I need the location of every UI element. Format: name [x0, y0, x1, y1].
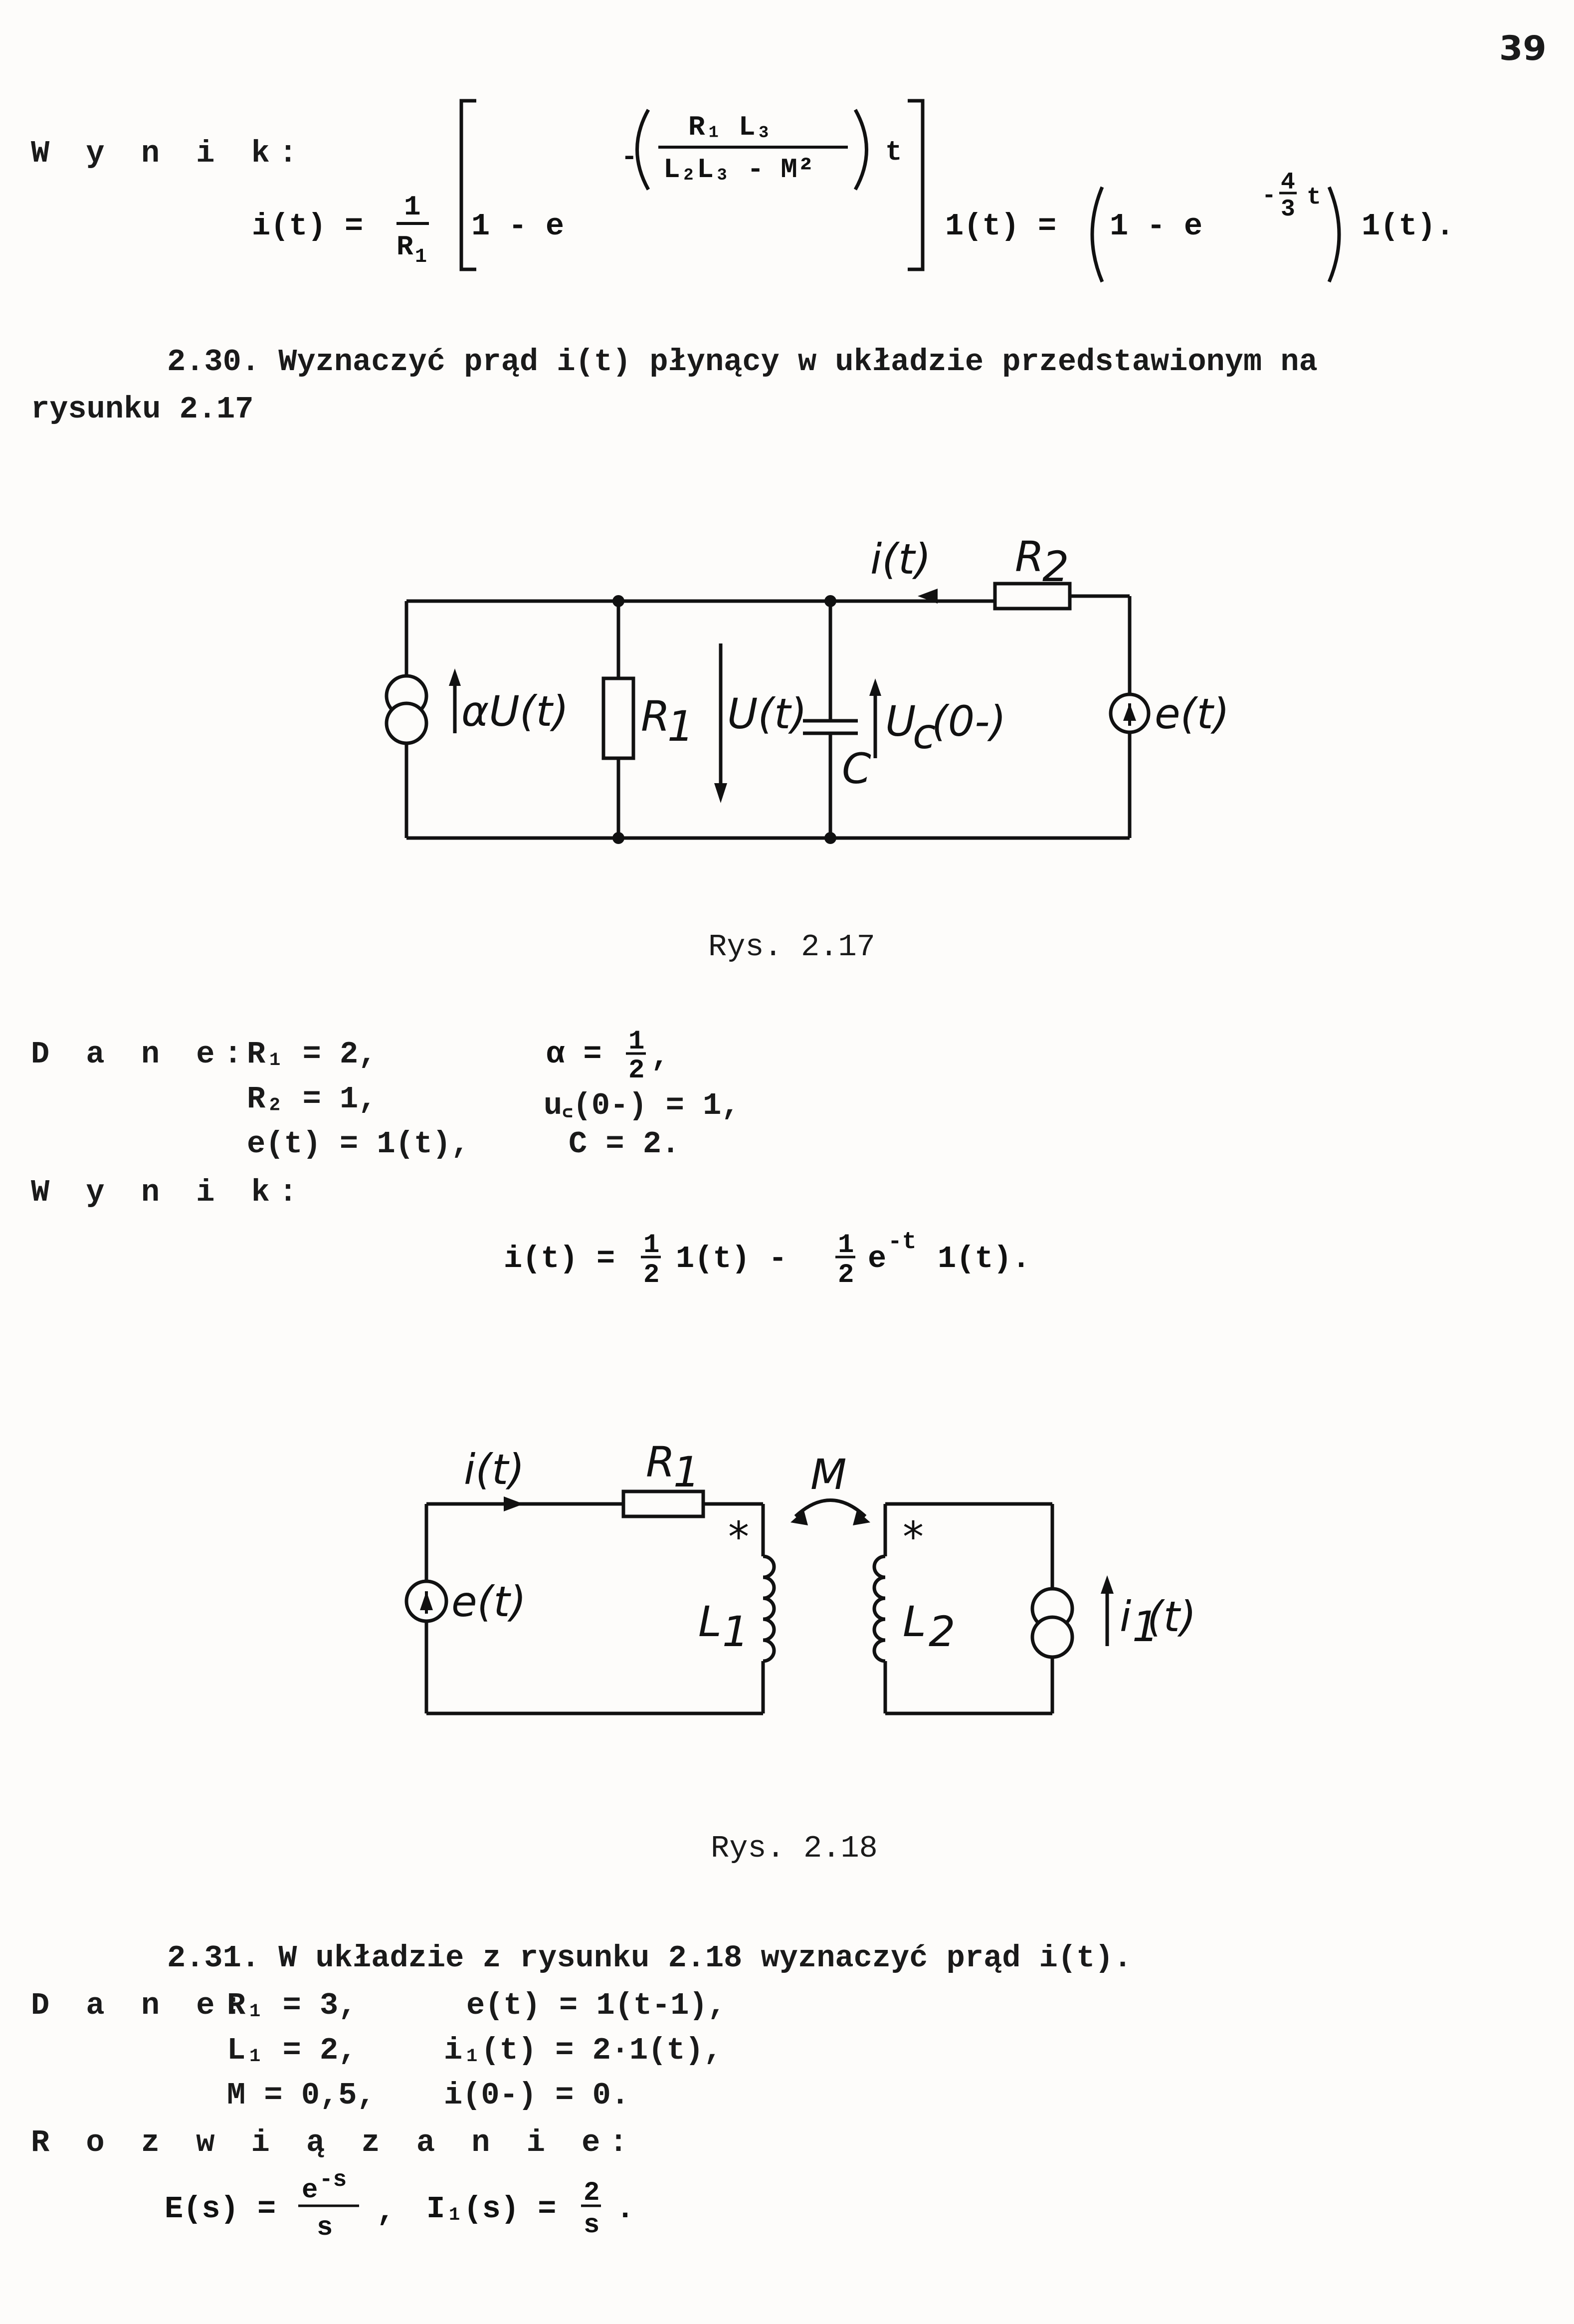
- fig217-i-label: i(t): [870, 535, 931, 584]
- unit-step-eq: 1(t) =: [945, 209, 1056, 244]
- rhs-open: 1 - e: [1110, 209, 1202, 244]
- svg-text:e: e: [302, 2175, 318, 2206]
- figure-2-18-circuit: i(t) R 1 M * * e(t) L 1 L 2 i 1 (t): [404, 1438, 1196, 1715]
- data230-label: D a n e:: [31, 1037, 251, 1072]
- fig217-caption: Rys. 2.17: [708, 929, 875, 965]
- fig217-uc-sub: c: [913, 709, 936, 758]
- solution-label: R o z w i ą z a n i e:: [31, 2125, 637, 2160]
- data231-r1: R₁ = 3,: [227, 1988, 357, 2023]
- fig217-r2-sub: 2: [1042, 542, 1069, 591]
- fig218-l1-label: L: [698, 1597, 722, 1646]
- svg-text:1(t) -: 1(t) -: [676, 1241, 787, 1276]
- svg-text:,: ,: [651, 1039, 669, 1074]
- problem-230-line1: 2.30. Wyznaczyć prąd i(t) płynący w ukła…: [167, 344, 1318, 380]
- svg-text:e: e: [868, 1241, 886, 1276]
- exp-t: t: [885, 136, 902, 168]
- data231-label: D a n e:: [31, 1988, 251, 2023]
- fig218-l1-sub: 1: [722, 1607, 749, 1656]
- formula-lhs: i(t) =: [252, 209, 363, 244]
- result-label-top: W y n i k:: [31, 136, 307, 171]
- fig218-i1-arg: (t): [1147, 1592, 1196, 1641]
- fig217-uc-arg: (0-): [932, 697, 1006, 746]
- svg-text:.: .: [616, 2191, 634, 2227]
- result230-formula: i(t) = 1 2 1(t) - 1 2 e -t 1(t).: [504, 1229, 1030, 1290]
- figure-2-17-circuit: i(t) R 2 αU(t) R 1 U(t) U c (0-) C e(t): [385, 532, 1229, 844]
- svg-text:2: 2: [643, 1260, 659, 1290]
- fig218-star2: *: [903, 1512, 924, 1561]
- svg-text:2: 2: [628, 1056, 644, 1086]
- svg-text:-: -: [621, 141, 638, 173]
- fig217-e-label: e(t): [1155, 689, 1229, 738]
- svg-text:1(t).: 1(t).: [938, 1241, 1030, 1276]
- top-result-formula: i(t) = 1 R 1 1 - e - R₁ L₃ L₂L₃ - M² t 1…: [252, 99, 1454, 283]
- frac-num: 1: [404, 191, 421, 223]
- problem-231-line1: 2.31. W układzie z rysunku 2.18 wyznaczy…: [167, 1940, 1132, 1976]
- svg-text:E(s) =: E(s) =: [165, 2191, 276, 2227]
- fig218-i-label: i(t): [464, 1445, 525, 1494]
- data230-e: e(t) = 1(t),: [247, 1126, 470, 1162]
- fig217-r1-label: R: [641, 692, 670, 741]
- data230-uc: u꜀(0-) = 1,: [544, 1088, 740, 1123]
- svg-text:1: 1: [628, 1027, 644, 1057]
- fig218-i1-label: i: [1120, 1592, 1131, 1641]
- fig218-l2-label: L: [903, 1597, 926, 1646]
- fig217-alpha-u: αU(t): [461, 687, 569, 736]
- svg-text:s: s: [317, 2213, 333, 2243]
- svg-text:α =: α =: [546, 1037, 602, 1072]
- frac-den-sub: 1: [415, 246, 427, 268]
- svg-text:s: s: [584, 2210, 599, 2241]
- fig218-star1: *: [728, 1512, 749, 1561]
- fig218-r1-sub: 1: [673, 1448, 700, 1496]
- result230-label: W y n i k:: [31, 1175, 307, 1210]
- fig217-u-label: U(t): [727, 689, 807, 738]
- fig217-uc-label: U: [885, 697, 916, 746]
- solution-formula: E(s) = e -s s , I₁(s) = 2 s .: [165, 2167, 634, 2243]
- fig218-e-label: e(t): [451, 1577, 526, 1626]
- data231-e: e(t) = 1(t-1),: [466, 1988, 726, 2023]
- one-minus-e: 1 - e: [471, 209, 564, 244]
- exp-num: R₁ L₃: [688, 111, 772, 143]
- exp-den: L₂L₃ - M²: [663, 154, 814, 186]
- frac-den: R: [396, 231, 413, 263]
- fig218-caption: Rys. 2.18: [711, 1831, 878, 1866]
- svg-text:1: 1: [643, 1230, 659, 1261]
- svg-text:1: 1: [838, 1230, 854, 1261]
- rhs-exp-t: t: [1307, 184, 1321, 211]
- fig218-r1-label: R: [646, 1438, 675, 1486]
- svg-text:,: ,: [377, 2194, 395, 2229]
- data231-l1: L₁ = 2,: [227, 2033, 357, 2068]
- page-number: 39: [1499, 29, 1547, 68]
- rhs-exp-num: 4: [1281, 169, 1295, 196]
- fig218-m-label: M: [810, 1450, 846, 1499]
- rhs-exp-den: 3: [1281, 196, 1295, 223]
- svg-text:-: -: [1262, 183, 1276, 210]
- fig218-i1-sub: 1: [1132, 1602, 1159, 1651]
- data231-i0: i(0-) = 0.: [444, 2078, 630, 2113]
- fig218-l2-sub: 2: [929, 1607, 955, 1656]
- svg-text:2: 2: [584, 2178, 599, 2208]
- fig217-c-label: C: [842, 744, 871, 793]
- rhs-end: 1(t).: [1362, 209, 1454, 244]
- svg-text:i(t) =: i(t) =: [504, 1241, 615, 1276]
- svg-text:-s: -s: [319, 2167, 347, 2193]
- fig217-r1-sub: 1: [667, 702, 694, 751]
- data230-r1: R₁ = 2,: [247, 1037, 377, 1072]
- data231-i1: i₁(t) = 2·1(t),: [444, 2033, 723, 2068]
- svg-text:2: 2: [838, 1260, 854, 1290]
- problem-230-line2: rysunku 2.17: [31, 392, 254, 427]
- svg-text:-t: -t: [888, 1229, 917, 1256]
- fig217-r2-label: R: [1015, 532, 1044, 581]
- data230-alpha: α = 1 2 ,: [546, 1027, 669, 1086]
- data230-c: C = 2.: [569, 1126, 680, 1162]
- data231-m: M = 0,5,: [227, 2078, 376, 2113]
- svg-text:I₁(s) =: I₁(s) =: [426, 2191, 556, 2227]
- data230-r2: R₂ = 1,: [247, 1081, 377, 1117]
